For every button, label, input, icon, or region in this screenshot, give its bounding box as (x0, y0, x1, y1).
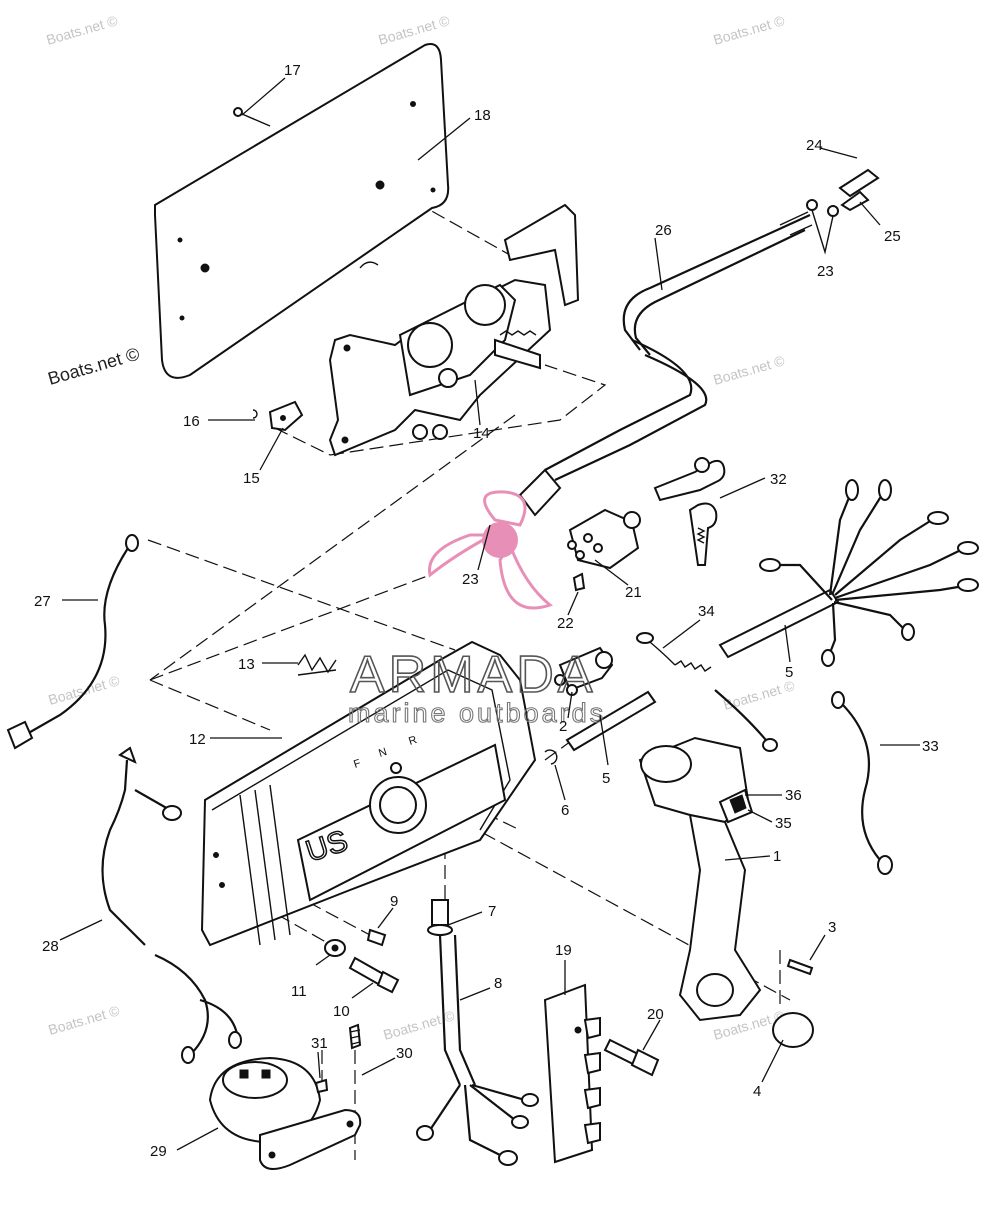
tube (565, 588, 840, 752)
callout-36: 36 (785, 787, 802, 804)
callout-5: 5 (785, 664, 793, 681)
watermark: Boats.net © (376, 12, 452, 48)
wire-with-spring (636, 632, 778, 752)
callout-labels: 17 18 24 25 23 26 16 15 14 32 27 23 21 2… (34, 62, 939, 1160)
watermark: Boats.net © (721, 677, 797, 713)
watermark: Boats.net © (711, 12, 787, 48)
callout-29: 29 (150, 1143, 167, 1160)
spring-clip (297, 653, 337, 676)
brand-name: ARMADA (350, 646, 596, 704)
clip (544, 749, 558, 765)
callout-28: 28 (42, 938, 59, 955)
callout-6: 6 (561, 802, 569, 819)
callout-27: 27 (34, 593, 51, 610)
mounting-plate (154, 43, 450, 379)
wire-lead (831, 691, 893, 875)
callout-11: 11 (291, 983, 307, 1000)
callout-10: 10 (333, 1003, 350, 1020)
callout-3: 3 (828, 919, 836, 936)
callout-8: 8 (494, 975, 502, 992)
ignition-keys (653, 457, 726, 566)
watermark: Boats.net © (711, 352, 787, 388)
callout-13: 13 (238, 656, 255, 673)
callout-22: 22 (557, 615, 574, 632)
brand-watermark: ARMADA marine outboards (347, 490, 606, 729)
brand-tagline: marine outboards (348, 698, 606, 728)
callout-2: 2 (559, 718, 567, 735)
callout-1: 1 (773, 848, 781, 865)
callout-4: 4 (753, 1083, 761, 1100)
callout-24: 24 (806, 137, 823, 154)
callout-23: 23 (462, 571, 479, 588)
knob (772, 1012, 814, 1048)
watermark: Boats.net © (44, 12, 120, 48)
callout-15: 15 (243, 470, 260, 487)
terminal-block (543, 983, 601, 1164)
callout-30: 30 (396, 1045, 413, 1062)
callout-20: 20 (647, 1006, 664, 1023)
watermark: Boats.net © (46, 672, 122, 708)
callout-31: 31 (311, 1035, 328, 1052)
bolt (603, 1038, 660, 1077)
screw (233, 107, 271, 127)
callout-25: 25 (884, 228, 901, 245)
wire-lead (101, 746, 242, 1064)
callout-5: 5 (602, 770, 610, 787)
leader-lines (59, 77, 920, 1151)
pin (786, 958, 814, 976)
callout-34: 34 (698, 603, 715, 620)
callout-14: 14 (473, 425, 490, 442)
watermark: Boats.net © (46, 344, 142, 389)
shift-letter-n: N (377, 746, 388, 760)
callout-7: 7 (488, 903, 496, 920)
screws (314, 1023, 362, 1094)
cable-end-connectors (806, 168, 880, 255)
warning-horn (208, 1056, 362, 1170)
callout-12: 12 (189, 731, 206, 748)
retainer-and-clip (252, 400, 304, 432)
callout-19: 19 (555, 942, 572, 959)
propeller-logo-icon (428, 490, 554, 610)
shift-letter-f: F (352, 757, 362, 771)
callout-26: 26 (655, 222, 672, 239)
shift-letter-r: R (407, 734, 418, 748)
switch-assembly (554, 646, 614, 696)
watermark: Boats.net © (46, 1002, 122, 1038)
callout-33: 33 (922, 738, 939, 755)
callout-9: 9 (390, 893, 398, 910)
control-handle (638, 736, 762, 1022)
callout-35: 35 (775, 815, 792, 832)
fasteners (324, 928, 400, 994)
callout-18: 18 (474, 107, 491, 124)
control-box: US F N R (200, 640, 537, 947)
wiring-harness (759, 479, 979, 667)
callout-17: 17 (284, 62, 301, 79)
wire-lead (6, 534, 139, 750)
callout-32: 32 (770, 471, 787, 488)
callout-23: 23 (817, 263, 834, 280)
watermark: Boats.net © (381, 1007, 457, 1043)
callout-16: 16 (183, 413, 200, 430)
callout-21: 21 (625, 584, 642, 601)
ignition-switch (567, 508, 641, 592)
shift-throttle-cables (518, 211, 813, 517)
harness-cable (416, 899, 539, 1166)
control-mechanism (328, 203, 580, 457)
